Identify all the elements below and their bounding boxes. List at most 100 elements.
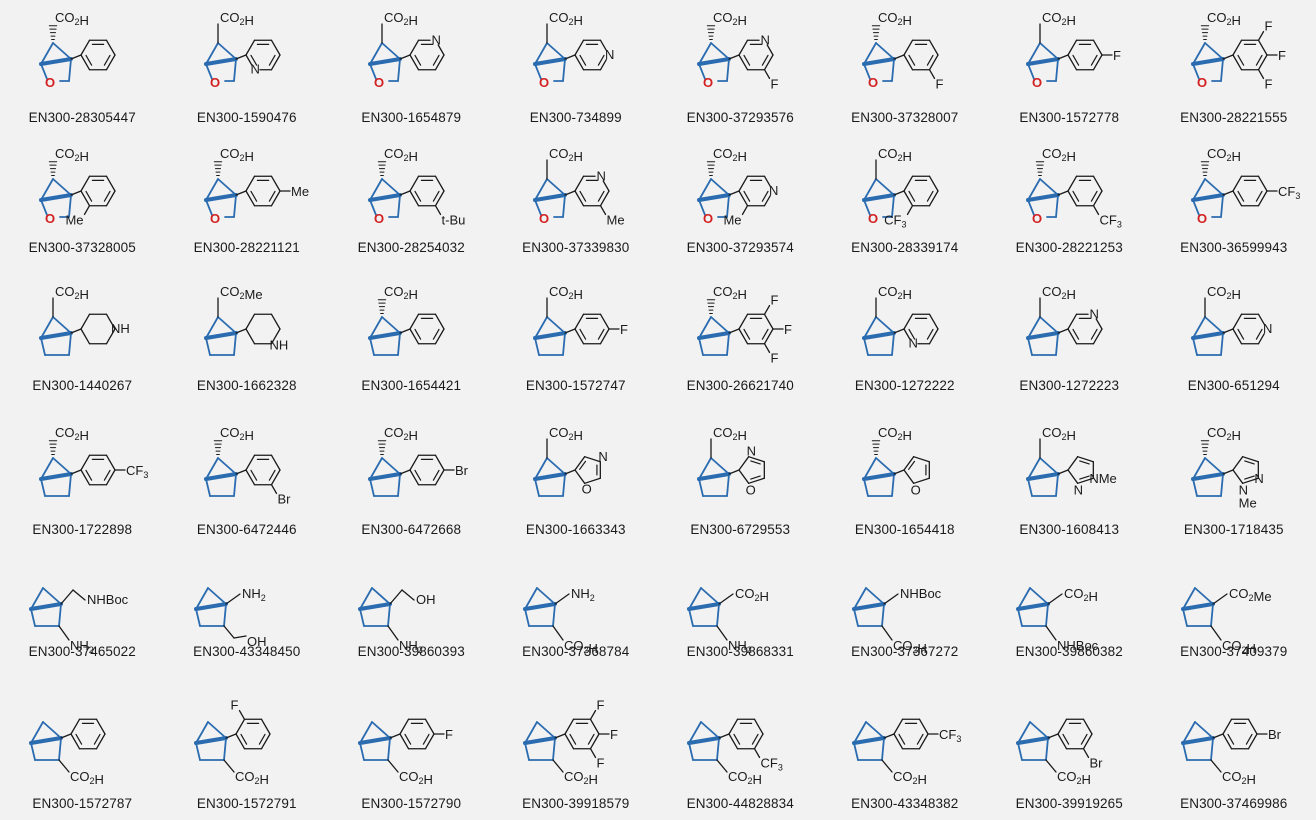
ring-bond	[409, 313, 420, 330]
scaffold-bond	[726, 194, 730, 218]
scaffold-bridge	[29, 736, 63, 745]
ring-bond	[912, 456, 930, 463]
aryl-bond	[70, 469, 82, 475]
substituent-label: Me	[65, 212, 83, 227]
carboxyl-label: CO2H	[1207, 284, 1241, 302]
scaffold-bond	[387, 737, 391, 761]
substituent-bond	[224, 593, 241, 605]
ring-bond	[437, 44, 445, 56]
ring-double-bond	[743, 328, 751, 340]
scaffold-bond	[204, 42, 219, 65]
aryl-bond	[70, 328, 82, 334]
scaffold-bond	[852, 742, 859, 761]
scaffold-bond	[1209, 603, 1214, 627]
scaffold-bond	[204, 199, 213, 216]
ring-bond	[1092, 190, 1103, 207]
ring-double-bond	[1079, 460, 1090, 465]
ring-double-bond	[414, 190, 422, 202]
substituent-bond	[1257, 69, 1264, 80]
substituent-label: Br	[1090, 755, 1104, 770]
scaffold-bond	[359, 587, 373, 610]
scaffold-bond	[698, 178, 712, 201]
scaffold-bridge	[532, 193, 567, 202]
ring-bond	[244, 454, 255, 471]
scaffold-bond	[874, 42, 895, 60]
heteroatom-label: O	[581, 481, 591, 496]
substituent-label: F	[1264, 19, 1272, 34]
ring-double-bond	[750, 460, 761, 465]
ring-double-bond	[432, 469, 440, 481]
catalog-number: EN300-1572787	[32, 796, 133, 811]
ring-bond	[424, 733, 435, 750]
ring-oxygen: O	[539, 211, 549, 226]
scaffold-bond	[216, 42, 237, 60]
scaffold-bond	[68, 58, 72, 82]
catalog-number: EN300-28339174	[851, 240, 959, 255]
ring-bond	[763, 54, 774, 71]
ring-bond	[260, 718, 271, 735]
ring-bond	[70, 718, 81, 735]
ring-oxygen: O	[45, 211, 55, 226]
substituent-bond	[387, 625, 399, 641]
ring-double-bond	[1090, 328, 1098, 340]
aryl-bond	[728, 469, 740, 475]
carboxyl-label: CO2H	[55, 10, 89, 28]
heteroatom-label: N	[1074, 482, 1083, 497]
scaffold-bond	[545, 178, 566, 196]
ring-bond	[738, 313, 749, 330]
ring-bond	[270, 190, 281, 207]
aryl-bond	[728, 190, 740, 196]
catalog-number: EN300-1662328	[196, 378, 297, 393]
ring-bond	[80, 469, 91, 486]
carboxyl-label: CO2H	[384, 146, 418, 164]
top-substituent-label: CO2H	[1064, 586, 1098, 604]
ring-bond	[738, 190, 749, 207]
ring-bond	[583, 456, 601, 463]
substituent-bond	[882, 593, 899, 605]
scaffold-bond	[551, 737, 556, 761]
ring-bond	[1082, 718, 1093, 735]
ring-bond	[399, 733, 410, 750]
aryl-bond	[563, 54, 576, 60]
catalog-number: EN300-651294	[1187, 378, 1280, 393]
catalog-number: EN300-6472446	[196, 522, 297, 537]
ring-bond	[70, 733, 81, 750]
scaffold-bond	[688, 742, 694, 761]
aryl-bond	[563, 328, 576, 334]
carboxyl-bond	[551, 759, 564, 773]
ring-bond	[573, 456, 585, 471]
scaffold-bond	[42, 587, 62, 605]
ring-bond	[599, 190, 610, 207]
catalog-number: EN300-28254032	[357, 240, 465, 255]
ring-bond	[1077, 477, 1094, 484]
ring-bond	[270, 175, 281, 192]
ring-oxygen: O	[539, 75, 549, 90]
catalog-number: EN300-39868331	[686, 644, 794, 659]
ring-oxygen: O	[868, 75, 878, 90]
ring-bond	[1247, 733, 1258, 750]
top-substituent-label: NH2	[571, 586, 595, 603]
ring-bond	[738, 469, 750, 484]
catalog-number: EN300-36599943	[1180, 240, 1288, 255]
scaffold-bond	[523, 608, 530, 627]
scaffold-bond	[1017, 587, 1031, 610]
ring-double-bond	[761, 328, 769, 340]
scaffold-bond	[204, 63, 213, 80]
ring-nitrogen: N	[1090, 306, 1099, 321]
scaffold-bond	[359, 608, 365, 627]
aryl-bond	[234, 54, 247, 60]
catalog-number: EN300-39860382	[1015, 644, 1123, 659]
catalog-number: EN300-37328005	[28, 240, 136, 255]
carboxyl-label: CO2H	[55, 425, 89, 443]
